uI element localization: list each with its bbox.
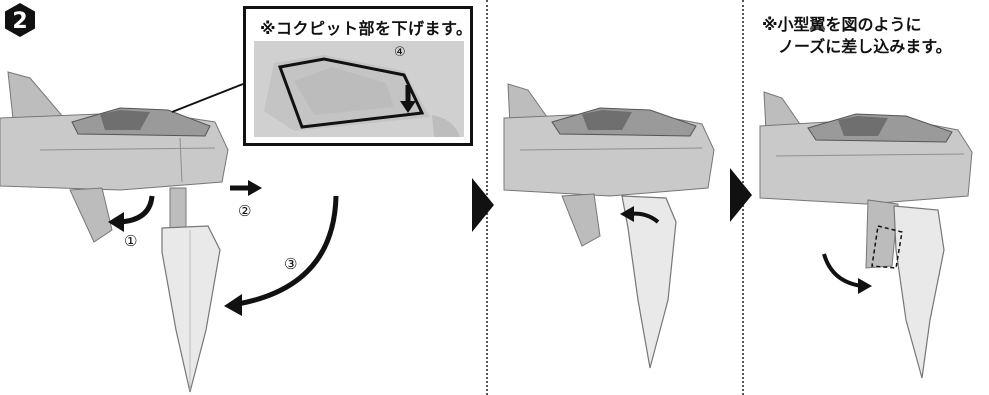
next-step-arrow-icon: [472, 178, 494, 232]
step-number-badge: 2: [2, 2, 38, 38]
label-step-1: ①: [124, 232, 138, 250]
small-wing-insert-illustration: [759, 91, 973, 379]
next-step-arrow-icon-2: [730, 168, 752, 222]
panel-step-3: ※小型翼を図のように ノーズに差し込みます。: [746, 0, 989, 395]
label-step-4: ④: [394, 45, 406, 60]
cockpit-callout-box: ※コクピット部を下げます。 ④: [243, 6, 473, 146]
label-step-3: ③: [284, 255, 298, 273]
note-line-2: ノーズに差し込みます。: [778, 37, 952, 56]
hexagon-badge-icon: 2: [5, 3, 35, 37]
label-step-2: ②: [238, 202, 252, 220]
callout-instruction: ※コクピット部を下げます。: [260, 19, 473, 38]
panel-step-2: [490, 0, 740, 395]
note-line-1: ※小型翼を図のように: [762, 15, 922, 34]
cockpit-closeup-illustration: [254, 41, 464, 137]
step-number: 2: [12, 9, 27, 34]
panel-step-1: ① ② ③ ※コクピット部を下げます。 ④: [0, 0, 485, 395]
aircraft-nose-lowered-illustration: [503, 83, 715, 369]
aircraft-fold-illustration: [0, 71, 339, 393]
insert-wing-note: ※小型翼を図のように ノーズに差し込みます。: [762, 14, 952, 58]
